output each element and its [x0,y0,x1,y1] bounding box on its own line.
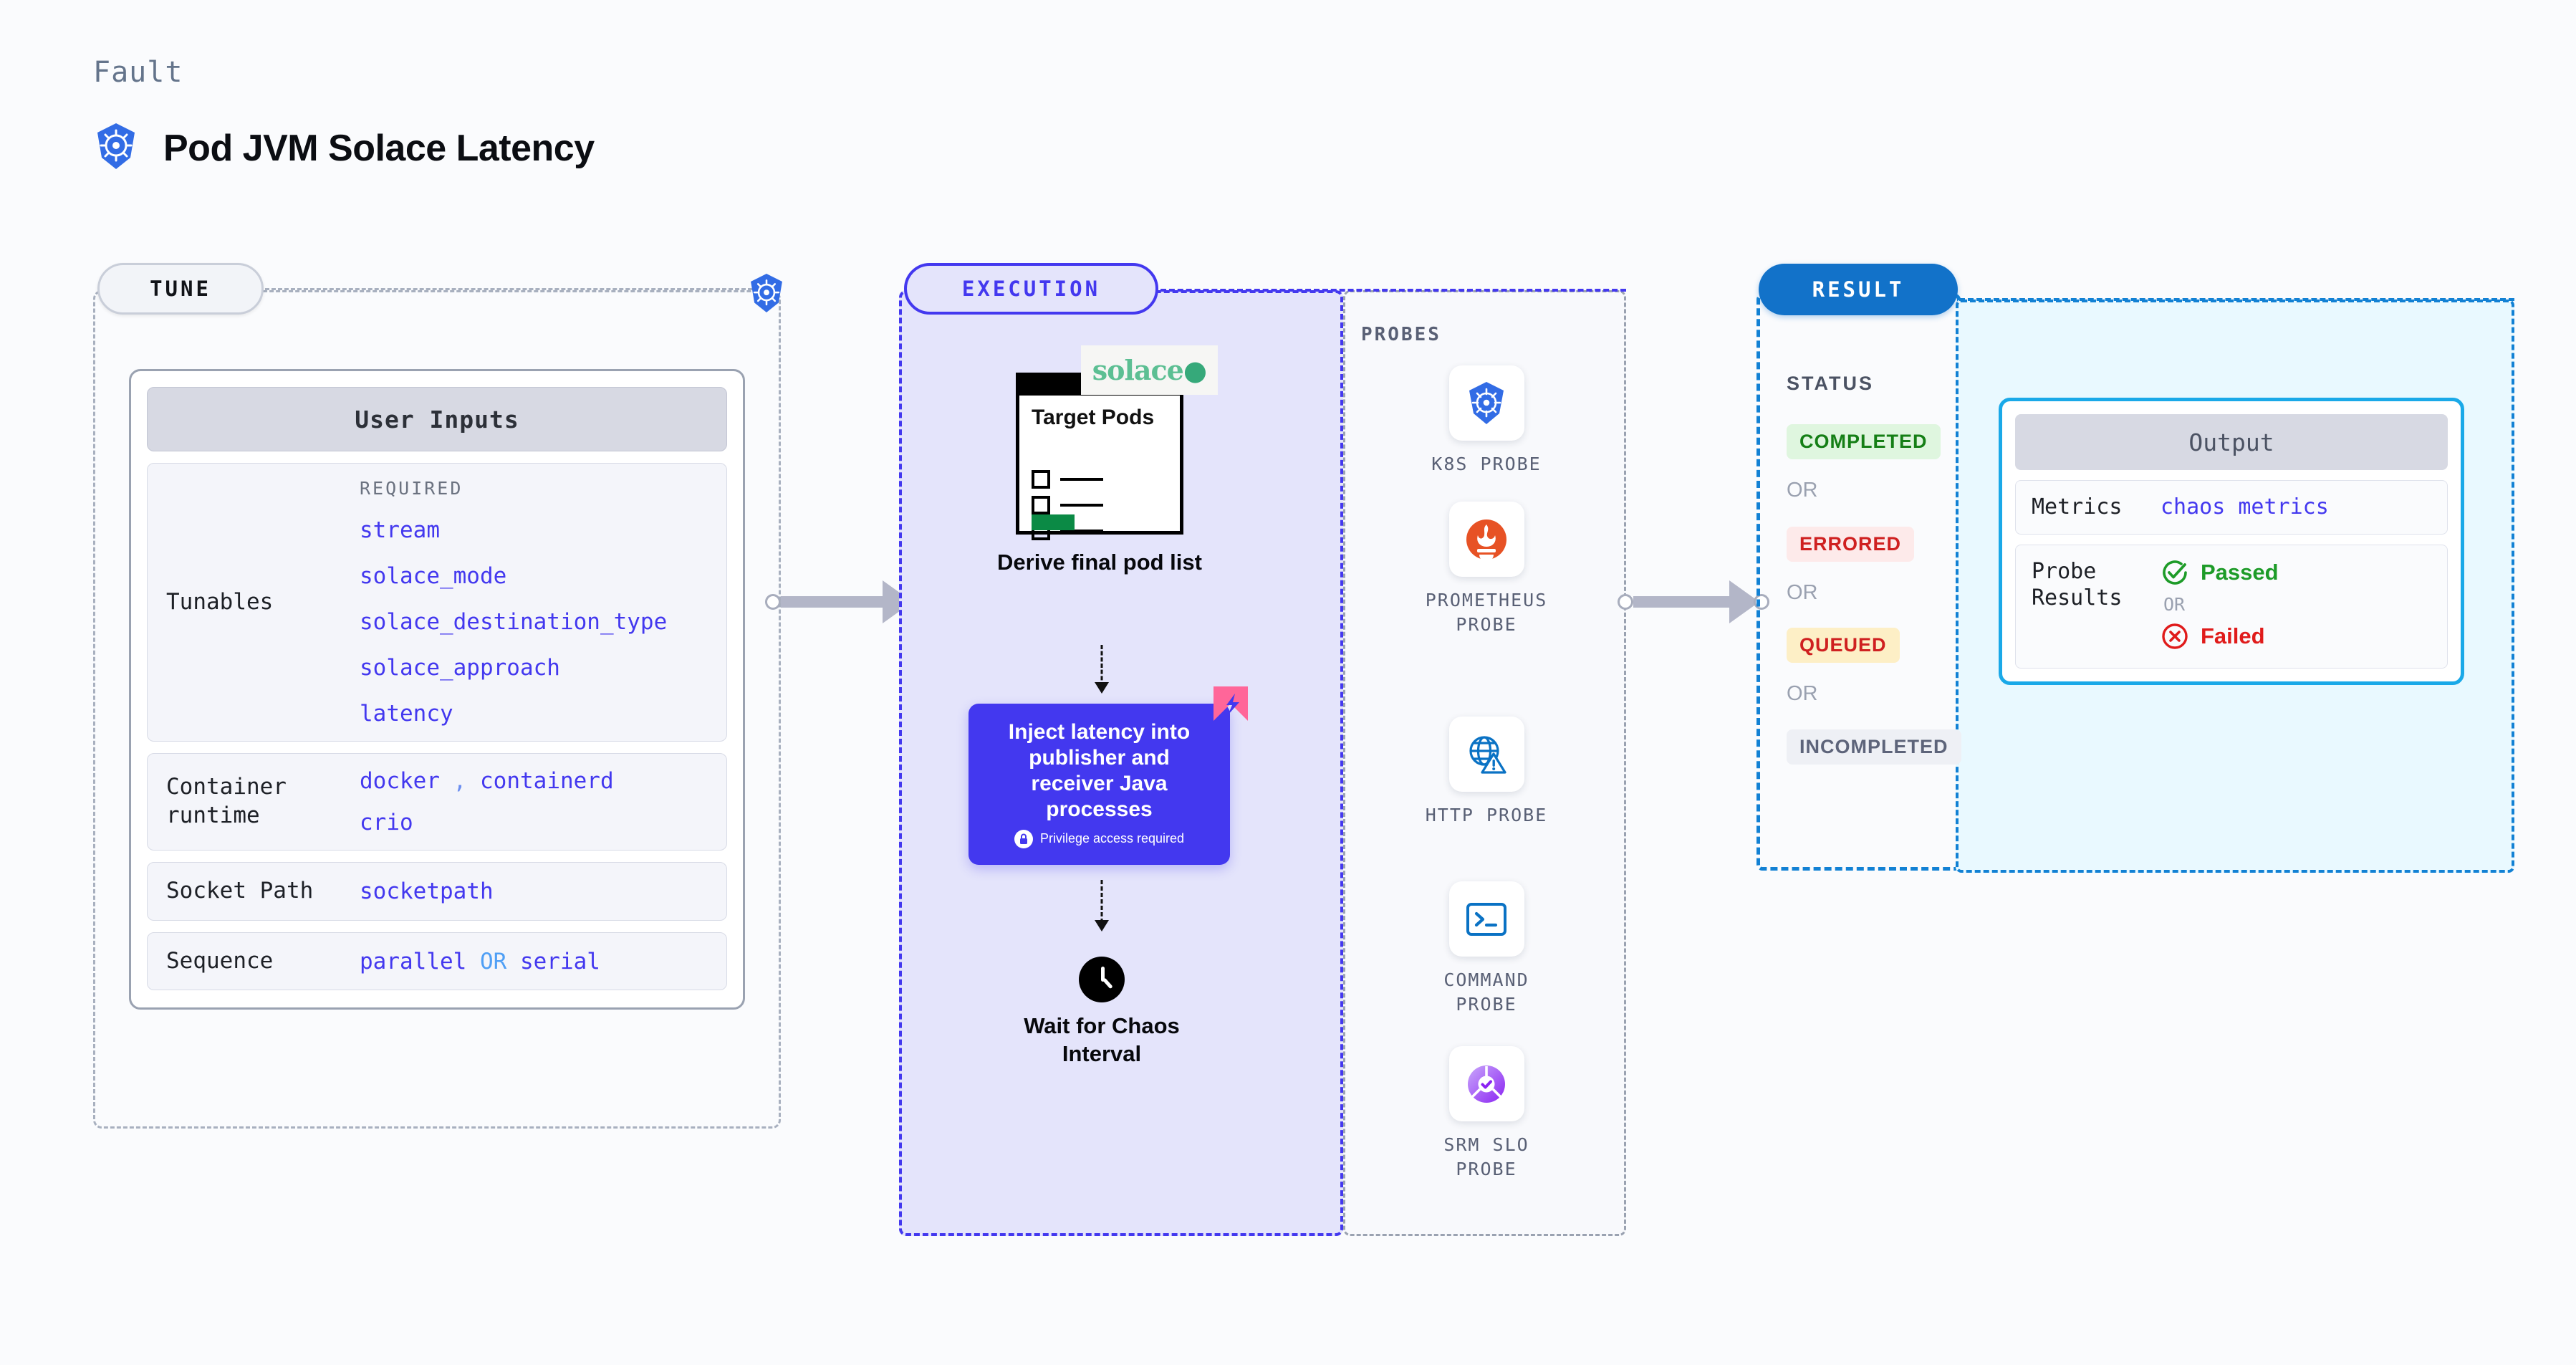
execution-step-derive-pod-list: Target Pods solace● Derive final pod lis… [949,345,1250,577]
inject-latency-caption: Inject latency into publisher and receiv… [1008,719,1191,821]
execution-step-wait-interval: Wait for Chaos Interval [994,957,1209,1068]
status-badge-incompleted: INCOMPLETED [1787,729,1961,765]
tunables-row: Tunables REQUIRED stream solace_mode sol… [147,463,727,742]
or-label: OR [1787,682,1818,705]
user-inputs-card: User Inputs Tunables REQUIRED stream sol… [129,369,745,1010]
probe-label: PROMETHEUS PROBE [1425,590,1548,635]
sequence-row: Sequence parallel OR serial [147,931,727,991]
probe-label: HTTP PROBE [1425,805,1548,825]
socket-path-key-label: Socket Path [166,878,314,904]
probe-result-passed: Passed [2161,558,2431,587]
failed-label: Failed [2201,623,2265,648]
container-runtime-value[interactable]: containerd [480,768,614,794]
tune-stage-pill[interactable]: TUNE [97,263,264,315]
probe-item-command[interactable]: COMMAND PROBE [1415,881,1558,1017]
connector-node [1618,594,1633,610]
kubernetes-icon [93,122,139,174]
probe-label: SRM SLO PROBE [1443,1134,1529,1179]
privilege-note-text: Privilege access required [1039,831,1185,846]
required-label: REQUIRED [360,478,463,499]
terminal-icon [1448,881,1524,957]
execution-step-inject-latency[interactable]: Inject latency into publisher and receiv… [969,704,1230,865]
probe-label: COMMAND PROBE [1443,969,1529,1015]
sequence-value[interactable]: serial [519,948,600,974]
metrics-value[interactable]: chaos metrics [2161,494,2329,520]
page-title-row: Pod JVM Solace Latency [93,122,595,174]
lock-icon [1014,829,1033,848]
execution-stage-pill[interactable]: EXECUTION [904,263,1158,315]
chaos-fault-badge-icon [1211,684,1251,727]
container-runtime-value[interactable]: docker [360,768,440,794]
or-label: OR [1787,479,1818,502]
container-runtime-value[interactable]: crio [360,810,413,835]
probe-label: K8S PROBE [1431,454,1542,474]
http-globe-warning-icon [1448,717,1524,792]
tunable-item[interactable]: solace_mode [360,563,507,589]
probe-item-http[interactable]: HTTP PROBE [1415,717,1558,828]
connector-node [765,594,781,610]
flow-arrow-line [1100,880,1103,923]
tune-top-connector-line [265,288,752,290]
sequence-value[interactable]: parallel [360,948,467,974]
page-title: Pod JVM Solace Latency [163,127,595,169]
srm-slo-icon [1448,1046,1524,1121]
probe-item-srm-slo[interactable]: SRM SLO PROBE [1415,1046,1558,1182]
output-title: Output [2015,414,2448,470]
output-card: Output Metrics chaos metrics Probe Resul… [1999,398,2464,685]
status-badge-errored: ERRORED [1787,527,1915,562]
fault-eyebrow-label: Fault [93,56,183,89]
solace-logo: solace● [1080,345,1218,395]
check-circle-icon [2163,560,2187,585]
document-title: Target Pods [1032,406,1155,429]
execution-to-result-connector [1618,580,1769,623]
status-badge-completed: COMPLETED [1787,424,1941,459]
sequence-key-label: Sequence [166,947,274,974]
target-pods-document-icon: Target Pods solace● [1016,345,1218,540]
or-label: OR [1787,581,1818,604]
metrics-key-label: Metrics [2032,494,2123,519]
probe-item-prometheus[interactable]: PROMETHEUS PROBE [1415,502,1558,637]
flow-arrow-line [1100,645,1103,686]
container-runtime-key-label: Container runtime [166,774,287,828]
status-badge-queued: QUEUED [1787,628,1900,663]
execution-step-caption: Wait for Chaos Interval [1024,1013,1180,1066]
execution-top-connector-line [1160,289,1626,292]
probe-results-key-label: Probe Results [2032,558,2123,611]
tunable-item[interactable]: latency [360,701,453,727]
connector-bar [781,596,883,608]
probe-result-failed: Failed [2161,622,2431,651]
socket-path-row: Socket Path socketpath [147,862,727,921]
probe-item-k8s[interactable]: K8S PROBE [1415,365,1558,476]
prometheus-icon [1448,502,1524,577]
metrics-row: Metrics chaos metrics [2015,480,2448,535]
container-runtime-row: Container runtime docker , containerd cr… [147,753,727,851]
probes-title: PROBES [1361,324,1441,345]
socket-path-value[interactable]: socketpath [360,878,494,904]
passed-label: Passed [2201,559,2279,585]
privilege-note: Privilege access required [1014,829,1185,848]
tune-panel [93,290,781,1129]
tunables-key-label: Tunables [166,588,274,615]
status-title: STATUS [1787,373,1874,394]
or-separator: OR [479,948,507,974]
probe-results-row: Probe Results Passed OR Failed [2015,544,2448,669]
user-inputs-title: User Inputs [147,387,727,451]
result-top-connector-line [1959,298,2514,301]
result-stage-pill[interactable]: RESULT [1759,264,1958,315]
tunable-item[interactable]: solace_approach [360,655,560,681]
kubernetes-icon [747,272,786,317]
flow-arrow-head-icon [1095,920,1109,931]
or-label: OR [2163,593,2186,615]
tunable-item[interactable]: solace_destination_type [360,609,668,635]
tunable-item[interactable]: stream [360,517,440,543]
execution-step-caption: Derive final pod list [997,550,1202,575]
value-separator: , [453,768,467,794]
connector-bar [1633,596,1729,608]
kubernetes-icon [1448,365,1524,441]
flow-arrow-head-icon [1095,682,1109,694]
clock-icon [1079,957,1125,1002]
x-circle-icon [2162,623,2188,649]
